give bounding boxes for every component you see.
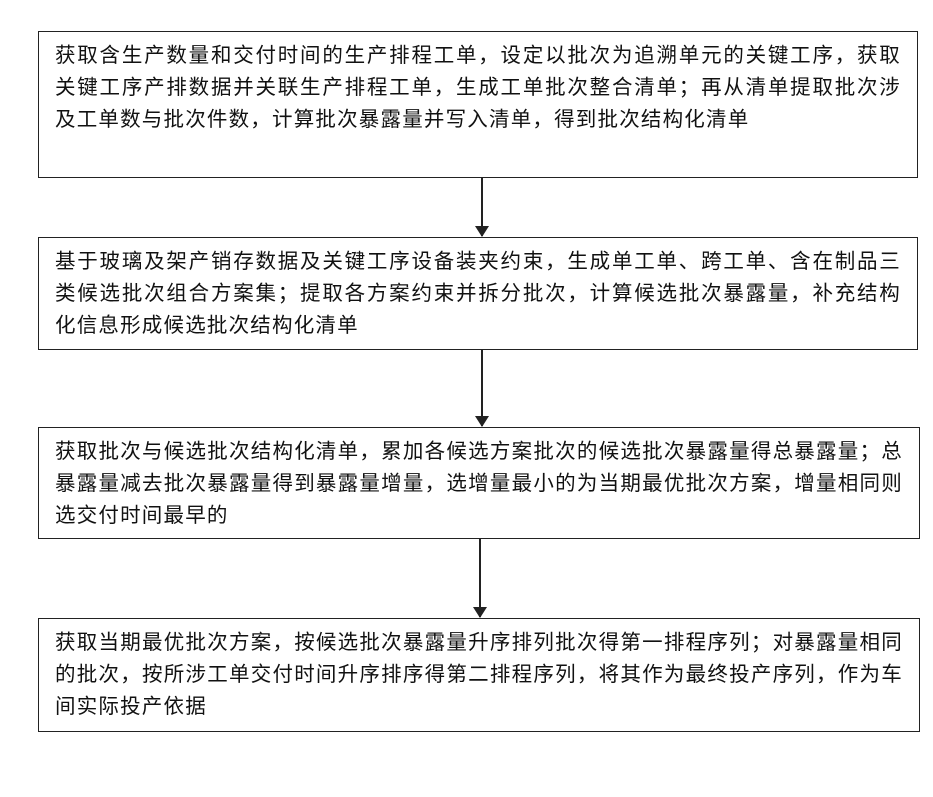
step-4-text: 获取当期最优批次方案，按候选批次暴露量升序排列批次得第一排程序列；对暴露量相同的… bbox=[55, 630, 903, 718]
arrow-step1-to-step2 bbox=[481, 178, 483, 236]
step-1-text: 获取含生产数量和交付时间的生产排程工单，设定以批次为追溯单元的关键工序，获取关键… bbox=[55, 43, 901, 131]
step-4-box: 获取当期最优批次方案，按候选批次暴露量升序排列批次得第一排程序列；对暴露量相同的… bbox=[38, 618, 920, 732]
step-3-box: 获取批次与候选批次结构化清单，累加各候选方案批次的候选批次暴露量得总暴露量；总暴… bbox=[38, 427, 920, 539]
arrow-step3-to-step4 bbox=[479, 539, 481, 617]
step-2-text: 基于玻璃及架产销存数据及关键工序设备装夹约束，生成单工单、跨工单、含在制品三类候… bbox=[55, 249, 901, 337]
arrow-step2-to-step3 bbox=[481, 350, 483, 426]
step-2-box: 基于玻璃及架产销存数据及关键工序设备装夹约束，生成单工单、跨工单、含在制品三类候… bbox=[38, 237, 918, 350]
step-1-box: 获取含生产数量和交付时间的生产排程工单，设定以批次为追溯单元的关键工序，获取关键… bbox=[38, 31, 918, 178]
step-3-text: 获取批次与候选批次结构化清单，累加各候选方案批次的候选批次暴露量得总暴露量；总暴… bbox=[55, 439, 903, 527]
